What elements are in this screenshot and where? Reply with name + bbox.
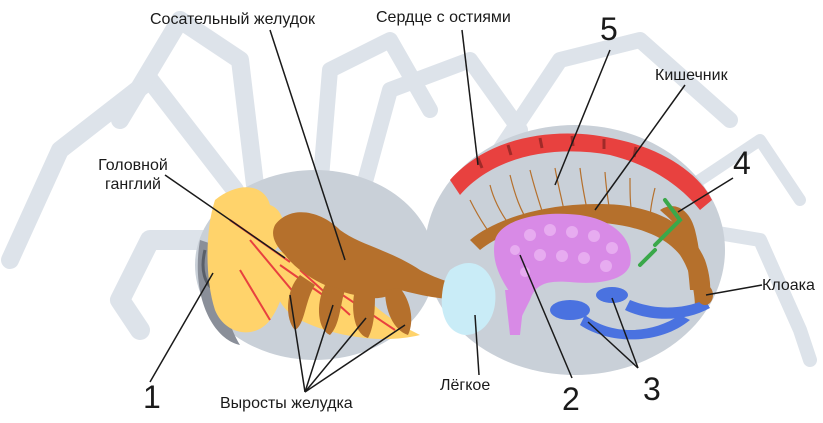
label-num-3: 3: [643, 372, 661, 406]
label-lung: Лёгкое: [440, 376, 490, 395]
label-heart: Сердце с остиями: [376, 8, 511, 27]
label-cloaca: Клоака: [762, 276, 815, 295]
label-head-ganglion-line2: ганглий: [77, 175, 189, 194]
label-head-ganglion-line1: Головной: [77, 156, 189, 175]
cloaca: [697, 285, 713, 305]
label-num-5: 5: [600, 12, 618, 46]
label-num-4: 4: [733, 146, 751, 180]
label-sucking-stomach: Сосательный желудок: [150, 10, 315, 29]
label-num-1: 1: [143, 380, 161, 414]
label-head-ganglion: Головной ганглий: [77, 156, 189, 194]
label-num-2: 2: [562, 382, 580, 416]
label-intestine: Кишечник: [655, 66, 728, 85]
label-stomach-outgrowths: Выросты желудка: [220, 394, 353, 413]
